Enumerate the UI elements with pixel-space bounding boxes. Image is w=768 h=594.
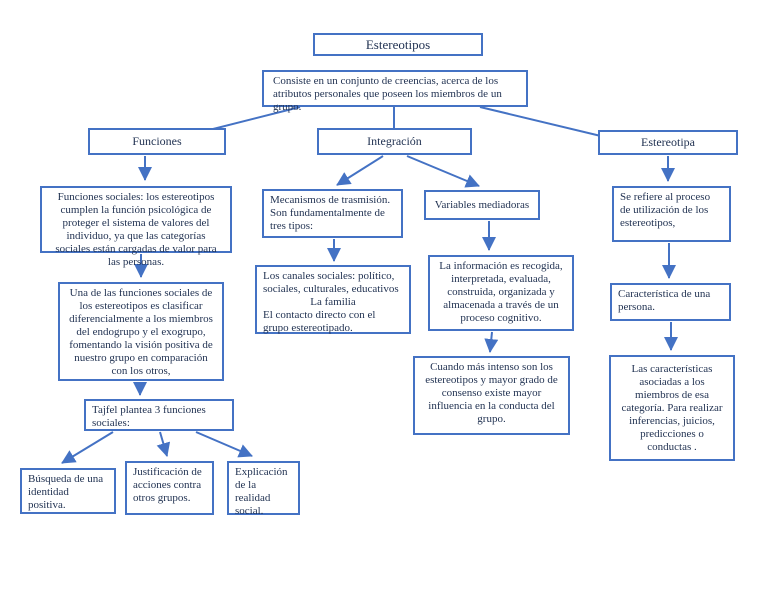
node-explicacion-realidad: Explicación de la realidad social. xyxy=(227,461,300,517)
connector-tajfel-explicacion xyxy=(195,431,253,458)
node-canales-sociales: Los canales sociales: político, sociales… xyxy=(255,265,411,334)
node-se-refiere: Se refiere al proceso de utilización de … xyxy=(612,186,731,242)
connector-integracion-variables xyxy=(406,155,480,188)
node-tajfel: Tajfel plantea 3 funciones sociales: xyxy=(84,399,234,431)
connector-integracion-mecanismos xyxy=(336,155,384,186)
node-variables-mediadoras: Variables mediadoras xyxy=(424,190,540,220)
node-informacion-proceso: La información es recogida, interpretada… xyxy=(428,255,574,331)
node-justificacion-acciones: Justificación de acciones contra otros g… xyxy=(125,461,214,515)
node-definition: Consiste en un conjunto de creencias, ac… xyxy=(262,70,528,113)
node-caracteristicas-asociadas: Las características asociadas a los miem… xyxy=(609,355,735,461)
node-estereotipa: Estereotipa xyxy=(598,130,738,155)
connector-tajfel-justificacion xyxy=(156,431,171,457)
canales-line-3: El contacto directo con el grupo estereo… xyxy=(263,308,376,334)
node-integracion: Integración xyxy=(317,128,472,155)
node-title-estereotipos: Estereotipos xyxy=(313,33,483,56)
canales-line-2: La familia xyxy=(310,295,356,308)
node-funciones: Funciones xyxy=(88,128,226,155)
node-cuando-mas-intenso: Cuando más intenso son los estereotipos … xyxy=(413,356,570,435)
node-funciones-sociales: Funciones sociales: los estereotipos cum… xyxy=(40,186,232,268)
connector-informacion-cuando xyxy=(484,331,499,353)
node-mecanismos-trasmision: Mecanismos de trasmisión. Son fundamenta… xyxy=(262,189,403,238)
canales-line-1: Los canales sociales: político, sociales… xyxy=(263,270,399,295)
node-caracteristica-persona: Característica de una persona. xyxy=(610,283,731,321)
connector-definition-funciones xyxy=(212,106,301,130)
node-endogrupo-exogrupo: Una de las funciones sociales de los est… xyxy=(58,282,224,381)
connector-tajfel-busqueda xyxy=(61,431,114,464)
node-busqueda-identidad: Búsqueda de una identidad positiva. xyxy=(20,468,116,514)
connector-definition-estereotipa xyxy=(479,106,606,138)
